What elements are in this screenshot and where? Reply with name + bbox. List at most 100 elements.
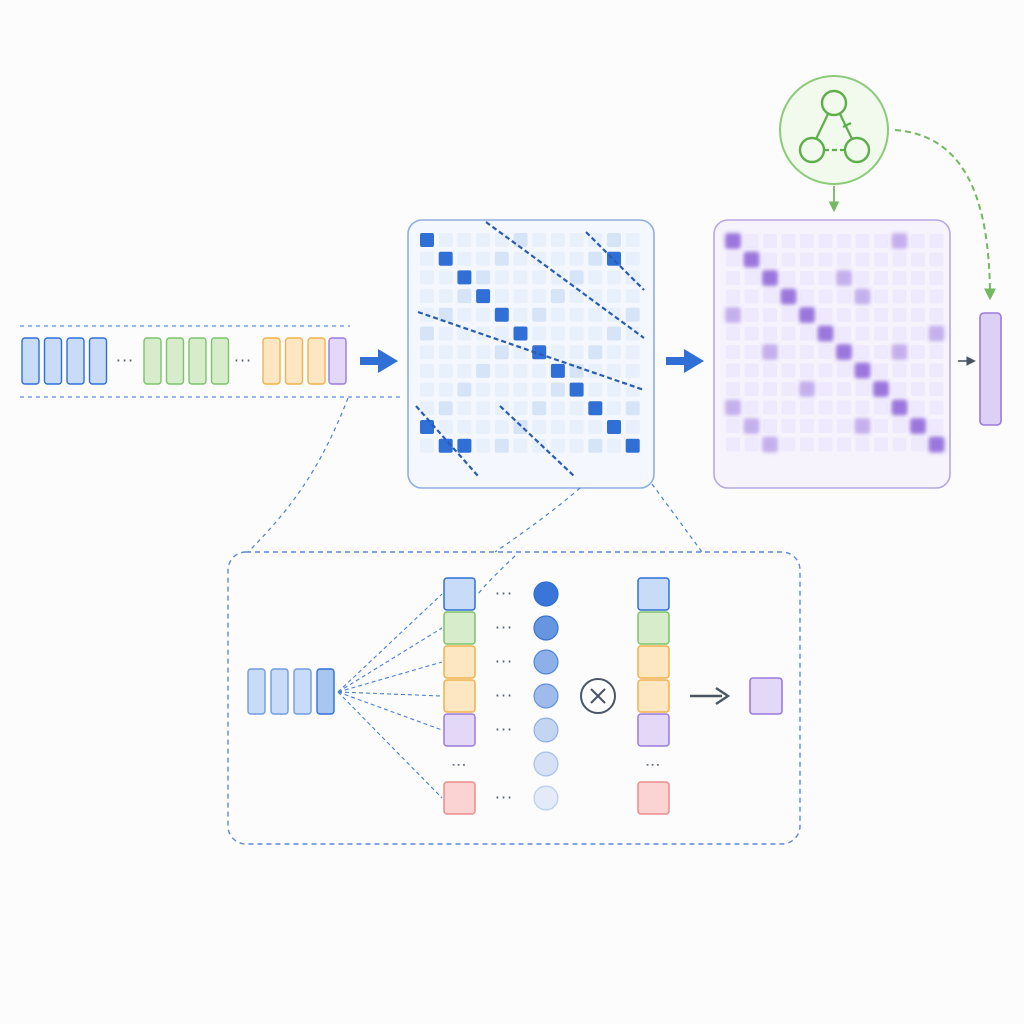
key-token: [443, 781, 476, 815]
attention-cell: [457, 326, 472, 341]
attention-cell: [476, 233, 491, 247]
attention-cell: [855, 345, 870, 359]
attention-cell: [800, 252, 814, 267]
attention-cell: [588, 363, 603, 378]
attention-cell: [911, 271, 925, 285]
attention-cell: [438, 401, 453, 416]
attention-cell: [607, 345, 621, 360]
attention-cell-active: [762, 344, 778, 360]
attention-cell: [911, 363, 925, 378]
attention-cell-active: [891, 344, 908, 360]
attention-weight-dot: [533, 717, 559, 743]
attention-cell: [818, 363, 833, 378]
attention-cell: [494, 438, 509, 453]
attention-cell: [550, 401, 565, 416]
attention-cell: [874, 326, 888, 341]
arrow-right-icon: [360, 349, 398, 373]
arrow-right-icon: [666, 349, 704, 373]
attention-cell: [607, 363, 621, 378]
attention-weight-dot: [533, 581, 559, 607]
attention-cell: [625, 382, 640, 397]
attention-cell: [818, 400, 833, 415]
attention-cell: [457, 345, 472, 360]
attention-cell-active: [854, 418, 871, 434]
attention-cell: [438, 233, 453, 247]
attention-cell: [607, 382, 621, 397]
key-token: [443, 611, 476, 645]
attention-cell: [420, 438, 434, 453]
attention-cell: [837, 234, 851, 248]
input-token: [165, 337, 185, 385]
attention-cell: [625, 420, 640, 434]
attention-cell: [818, 382, 833, 396]
attention-cell-active: [457, 270, 472, 285]
attention-cell: [874, 289, 888, 304]
attention-cell: [513, 401, 528, 416]
attention-cell: [438, 307, 453, 322]
attention-cell: [781, 345, 796, 359]
attention-cell: [569, 401, 584, 416]
attention-cell: [892, 363, 907, 378]
attention-cell: [744, 308, 759, 322]
attention-cell: [438, 270, 453, 285]
attention-cell: [476, 401, 491, 416]
attention-cell: [625, 289, 640, 304]
attention-cell: [569, 307, 584, 322]
attention-cell-active: [780, 288, 797, 305]
value-token: [637, 781, 670, 815]
input-token: [143, 337, 162, 385]
attention-cell: [438, 289, 453, 304]
attention-cell: [781, 308, 796, 322]
attention-cell: [781, 271, 796, 285]
attention-cell: [892, 419, 907, 433]
attention-cell: [569, 289, 584, 304]
attention-cell: [726, 437, 740, 452]
attention-cell: [532, 270, 547, 285]
attention-cell: [855, 437, 870, 452]
attention-cell: [476, 307, 491, 322]
attention-cell: [744, 437, 759, 452]
attention-cell: [855, 382, 870, 396]
attention-cell: [420, 345, 434, 360]
attention-cell: [607, 326, 621, 341]
attention-cell: [494, 233, 509, 247]
attention-cell: [929, 345, 944, 359]
attention-cell: [476, 270, 491, 285]
attention-cell: [569, 270, 584, 285]
attention-cell: [800, 419, 814, 433]
attention-cell: [607, 401, 621, 416]
attention-cell: [800, 400, 814, 415]
attention-cell: [726, 289, 740, 304]
attention-cell: [855, 271, 870, 285]
attention-cell: [607, 289, 621, 304]
attention-cell: [874, 252, 888, 267]
attention-weight-dot: [533, 785, 559, 811]
attention-cell: [550, 345, 565, 360]
attention-cell: [726, 363, 740, 378]
attention-cell: [855, 400, 870, 415]
attention-cell: [569, 420, 584, 434]
query-key-link: [337, 691, 443, 731]
attention-cell: [607, 233, 621, 247]
attention-cell: [532, 326, 547, 341]
attention-cell: [818, 234, 833, 248]
attention-cell: [892, 271, 907, 285]
input-token: [21, 337, 40, 385]
attention-cell: [457, 382, 472, 397]
attention-cell: [800, 289, 814, 304]
attention-cell: [588, 345, 603, 360]
attention-cell-active: [762, 436, 778, 453]
attention-cell: [911, 326, 925, 341]
input-token: [284, 337, 304, 385]
attention-cell: [532, 251, 547, 266]
attention-cell: [494, 289, 509, 304]
input-token: [262, 337, 281, 385]
key-token: [443, 679, 476, 713]
attention-cell: [818, 308, 833, 322]
attention-cell-active: [420, 233, 434, 247]
attention-cell: [550, 233, 565, 247]
attention-cell: [837, 252, 851, 267]
attention-cell: [494, 345, 509, 360]
attention-grid: [420, 233, 640, 453]
attention-cell: [438, 420, 453, 434]
